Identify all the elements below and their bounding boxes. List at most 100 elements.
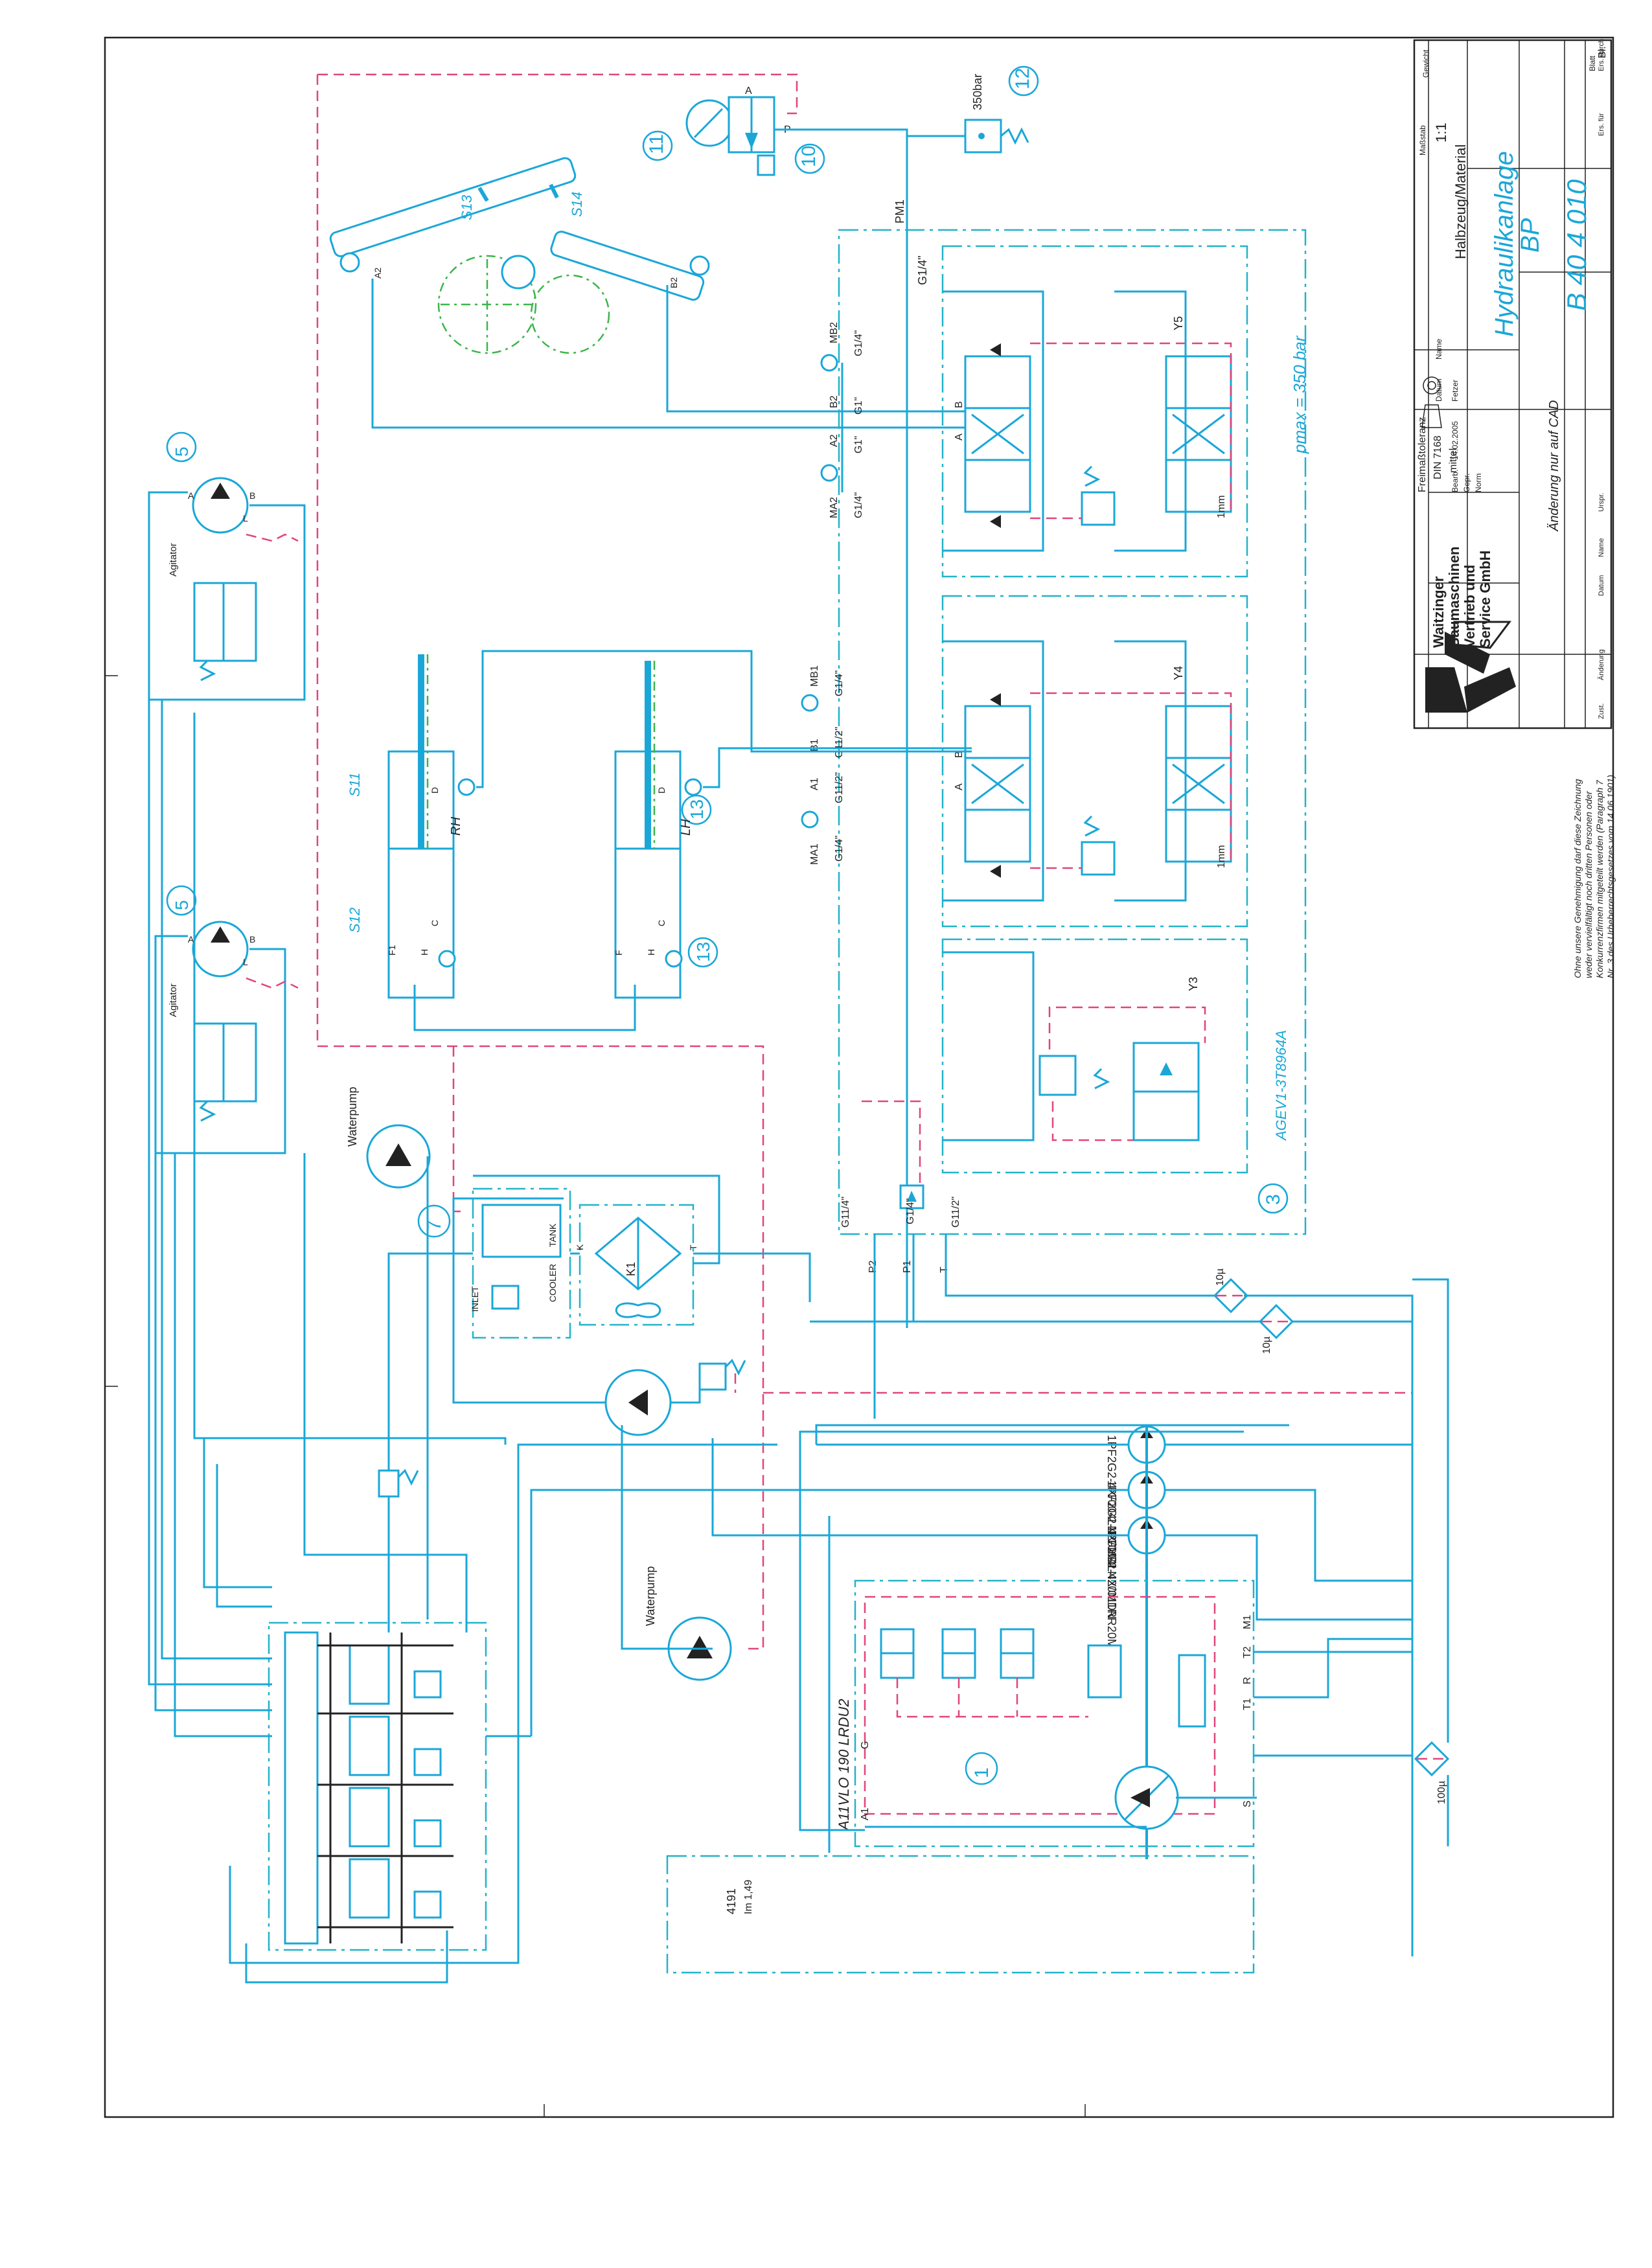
- rev-header-name: Name: [1598, 538, 1605, 557]
- valve-stack: [284, 1252, 473, 1945]
- cylinder-a2-icon: [329, 157, 577, 257]
- svg-text:B1: B1: [809, 739, 820, 751]
- port-a1-label: A1: [860, 1807, 871, 1820]
- rev-header-datum: Datum: [1598, 575, 1605, 596]
- svg-text:7: 7: [424, 1220, 445, 1231]
- drawing-number: B 40 4 010: [1561, 179, 1592, 311]
- test-point-ma1: [801, 810, 819, 829]
- item-11-balloon: [642, 130, 673, 161]
- item-10-balloon: [794, 143, 825, 174]
- y5-port-b: B: [954, 401, 965, 408]
- cylinder-lh: 13 13 LH C D F H: [614, 661, 718, 999]
- test-point-mb2: [820, 354, 838, 372]
- svg-text:G1/4": G1/4": [834, 670, 845, 696]
- svg-text:P1: P1: [902, 1260, 913, 1273]
- company-logo-icon: [1425, 621, 1516, 713]
- svg-text:4191: 4191: [725, 1888, 738, 1914]
- svg-text:H: H: [419, 949, 430, 956]
- sheet-label: Blatt: [1588, 55, 1597, 71]
- svg-text:10µ: 10µ: [1215, 1268, 1226, 1286]
- item-11-label: 11: [646, 134, 667, 154]
- cooler-assembly: INLET COOLER TANK 7 K1 K T: [417, 1174, 811, 1436]
- svg-text:A1: A1: [809, 777, 820, 790]
- drawing-title-line-1: Hydraulikanlage: [1490, 151, 1519, 337]
- switch-pressure-label: 350bar: [971, 74, 984, 110]
- company-line-2: Baumaschinen: [1446, 547, 1462, 648]
- waterpump-lower: Waterpump: [644, 1566, 732, 1681]
- y5-1mm-label: 1mm: [1216, 495, 1227, 518]
- material-label: Halbzeug/Material: [1452, 144, 1469, 259]
- table-header-date: Datum: [1434, 379, 1443, 402]
- pm1-thread-label: G1/4": [916, 256, 929, 285]
- port-m1-label: M1: [1242, 1615, 1253, 1629]
- svg-text:Nr. 3 des Urheberrechtsgesetze: Nr. 3 des Urheberrechtsgesetzes vom 14.0…: [1605, 775, 1616, 978]
- y4-1mm-label: 1mm: [1216, 845, 1227, 868]
- svg-text:G1/4": G1/4": [853, 492, 864, 518]
- svg-text:13: 13: [687, 799, 707, 819]
- port-t2-label: T2: [1242, 1646, 1253, 1658]
- svg-text:G11/4": G11/4": [840, 1197, 851, 1228]
- svg-text:LH: LH: [679, 819, 693, 836]
- svg-text:1: 1: [971, 1767, 992, 1778]
- copyright-note: Ohne unsere Genehmigung darf diese Zeich…: [1572, 775, 1616, 978]
- y3-label: Y3: [1187, 977, 1200, 991]
- main-pump-group-1: [854, 1579, 1255, 1848]
- svg-text:A11VLO 190 LRDU2: A11VLO 190 LRDU2: [836, 1699, 852, 1831]
- pmax-label: pmax = 350 bar: [1290, 335, 1309, 454]
- svg-text:F: F: [614, 950, 624, 956]
- cylinder-rh: S11 S12 RH C D F1 H: [347, 654, 476, 999]
- table-header-name: Name: [1434, 339, 1443, 360]
- svg-text:100µ: 100µ: [1436, 1781, 1447, 1804]
- cooler-icon: [579, 1204, 694, 1326]
- agitator-lower: 5 Agitator A B L: [154, 885, 286, 1154]
- svg-text:5: 5: [172, 900, 192, 910]
- filters: 10µ 10µ 100µ: [810, 1268, 1450, 1846]
- svg-text:A: A: [188, 490, 194, 501]
- svg-text:T: T: [688, 1244, 698, 1250]
- svg-text:weder vervielfältigt noch drit: weder vervielfältigt noch dritten Person…: [1583, 790, 1594, 978]
- port-r-label: R: [1242, 1677, 1253, 1684]
- row-gepr-label: Gepr.: [1462, 474, 1471, 492]
- hydraulic-motor-icon: [192, 477, 249, 534]
- tolerance-line-1: Freimaßtoleranz: [1417, 417, 1428, 492]
- svg-text:G1/4": G1/4": [834, 836, 845, 862]
- valve-section-y3: [941, 938, 1248, 1174]
- svg-text:1PF2G2-4X/011RR20MRK: 1PF2G2-4X/011RR20MRK: [1105, 1526, 1118, 1665]
- item-5a-balloon: [166, 431, 197, 463]
- y4-label: Y4: [1172, 666, 1185, 680]
- svg-text:G1/4": G1/4": [853, 330, 864, 356]
- svg-text:COOLER: COOLER: [547, 1264, 558, 1302]
- filter-icon: [1414, 1741, 1450, 1777]
- company-line-4: Service GmbH: [1477, 551, 1493, 648]
- company-line-1: Waitzinger: [1430, 576, 1447, 648]
- drawing-title-line-2: BP: [1516, 218, 1544, 253]
- svg-text:G1": G1": [853, 436, 864, 453]
- svg-text:T: T: [939, 1266, 950, 1273]
- svg-text:MA2: MA2: [829, 497, 840, 518]
- svg-text:L: L: [243, 513, 248, 523]
- item-1-balloon: [965, 1752, 998, 1785]
- ageva-label: AGEV1-3T8964A: [1273, 1030, 1289, 1141]
- svg-text:TANK: TANK: [547, 1223, 558, 1247]
- svg-text:C: C: [430, 920, 440, 926]
- agitator-valve-upper: [193, 582, 257, 662]
- agitator-valve-lower: [193, 1022, 257, 1103]
- pilot-lines: [316, 73, 1412, 1650]
- valve-stack-group: [268, 1621, 487, 1951]
- main-pump-regulator-group: [864, 1596, 1216, 1815]
- port-a-label: A: [745, 86, 752, 97]
- row-bearb-date: 14.02.2005: [1451, 421, 1460, 460]
- item-10-label: 10: [798, 146, 820, 167]
- svg-text:D: D: [430, 787, 440, 794]
- svg-text:INLET: INLET: [470, 1286, 480, 1312]
- svg-text:G11/2": G11/2": [834, 772, 845, 803]
- s13-label: S13: [459, 194, 475, 220]
- tank-group: [666, 1855, 1255, 1974]
- svg-text:MB2: MB2: [829, 322, 840, 343]
- s14-label: S14: [569, 192, 585, 217]
- drawing-frame: [104, 36, 1614, 2118]
- item-7-balloon: [417, 1204, 451, 1238]
- svg-text:A: A: [188, 934, 194, 945]
- tolerance-line-2: DIN 7168: [1432, 435, 1443, 479]
